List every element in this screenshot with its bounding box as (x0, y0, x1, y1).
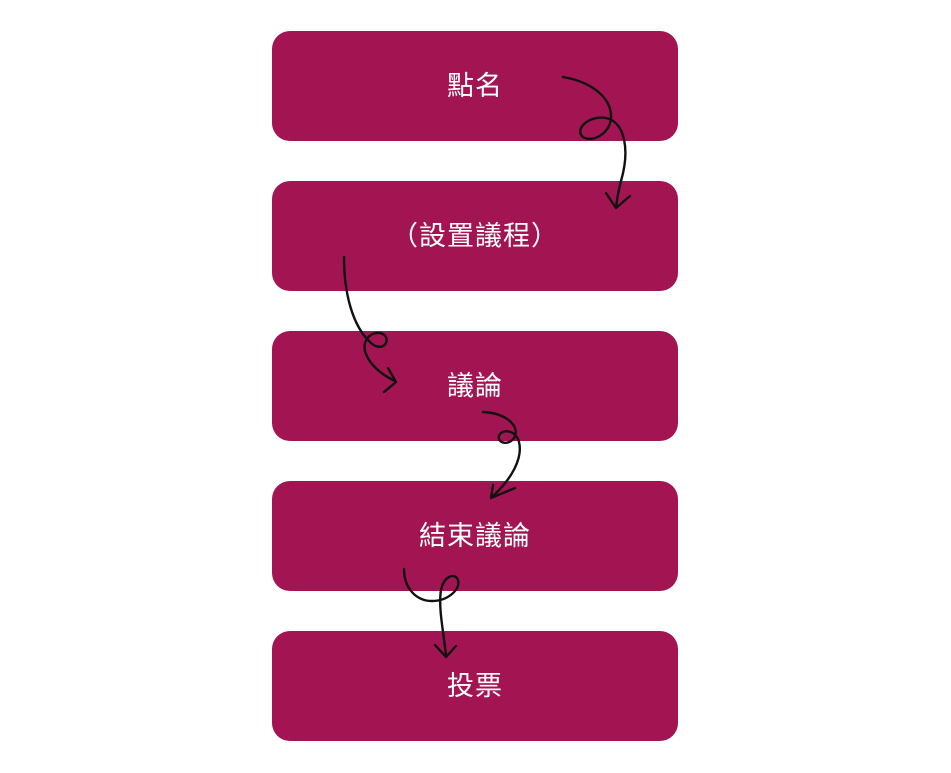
step-box-roll-call: 點名 (272, 31, 678, 141)
step-box-vote: 投票 (272, 631, 678, 741)
step-label-roll-call: 點名 (447, 70, 503, 102)
step-label-vote: 投票 (447, 670, 503, 702)
step-label-end-debate: 結束議論 (419, 520, 531, 552)
step-box-set-agenda: （設置議程） (272, 181, 678, 291)
step-box-debate: 議論 (272, 331, 678, 441)
step-label-set-agenda: （設置議程） (391, 220, 559, 252)
step-label-debate: 議論 (447, 370, 503, 402)
step-box-end-debate: 結束議論 (272, 481, 678, 591)
